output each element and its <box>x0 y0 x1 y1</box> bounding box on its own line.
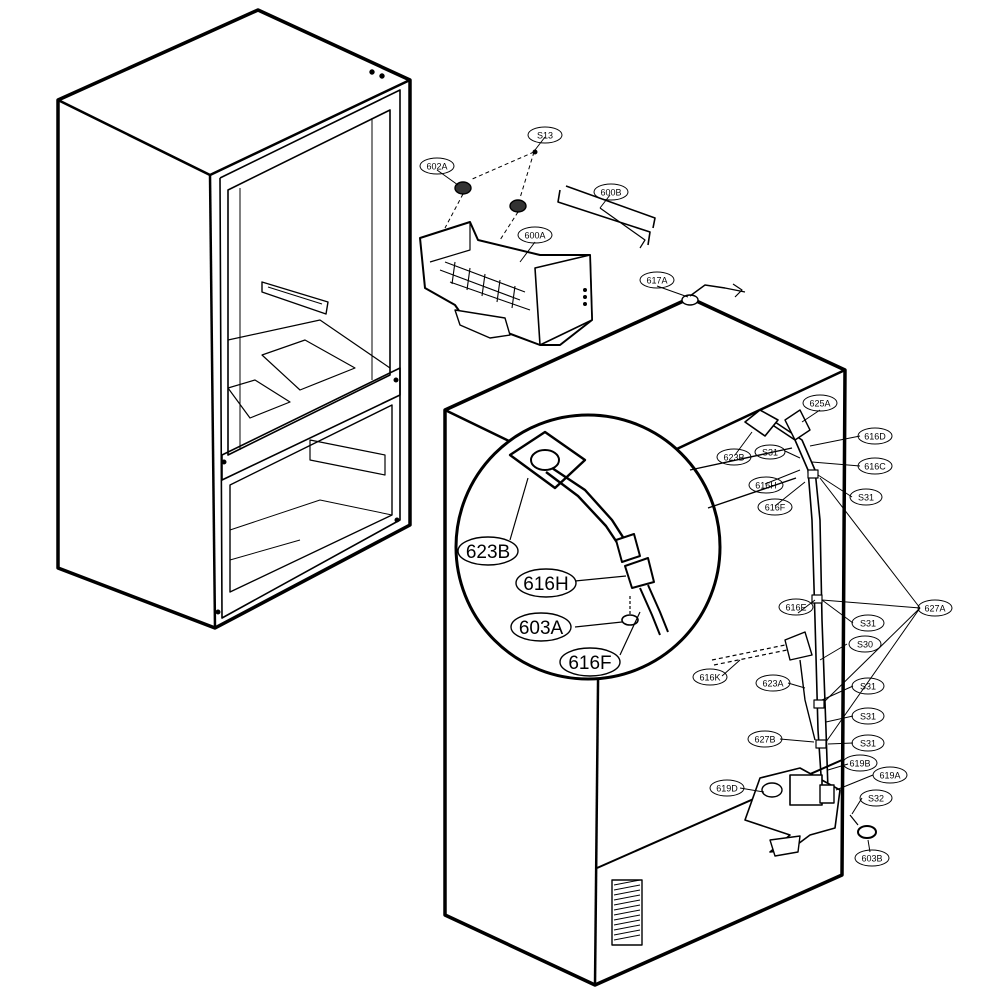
svg-text:619A: 619A <box>879 771 900 781</box>
detail-callout-603a: 603A <box>510 612 572 642</box>
svg-text:S31: S31 <box>762 448 778 458</box>
svg-text:S31: S31 <box>860 712 876 722</box>
svg-text:S31: S31 <box>860 739 876 749</box>
callout-617a: 617A <box>639 271 675 289</box>
callout-625a: 625A <box>802 394 838 412</box>
left-cabinet <box>56 8 412 630</box>
callout-623b-small: 623B <box>716 448 752 466</box>
callout-s31-f: S31 <box>851 734 885 752</box>
callout-616c: 616C <box>857 457 893 475</box>
svg-text:603A: 603A <box>519 618 564 639</box>
callout-s32: S32 <box>859 789 893 807</box>
svg-text:623B: 623B <box>723 453 744 463</box>
detail-leader-lines <box>509 477 641 656</box>
callout-s31-b: S31 <box>849 488 883 506</box>
svg-text:616H: 616H <box>755 481 777 491</box>
callout-616h-small: 616H <box>748 476 784 494</box>
detail-callout-623b: 623B <box>457 536 519 566</box>
svg-text:616K: 616K <box>699 673 720 683</box>
svg-text:616E: 616E <box>785 603 806 613</box>
svg-text:603B: 603B <box>861 854 882 864</box>
svg-text:S31: S31 <box>860 619 876 629</box>
callout-616e: 616E <box>778 598 814 616</box>
callout-619a: 619A <box>872 766 908 784</box>
callout-623a: 623A <box>755 674 791 692</box>
svg-text:602A: 602A <box>426 162 447 172</box>
svg-text:S30: S30 <box>857 640 873 650</box>
callout-619d: 619D <box>709 779 745 797</box>
svg-text:625A: 625A <box>809 399 830 409</box>
callout-s30: S30 <box>848 635 882 653</box>
ice-maker-assembly <box>419 149 656 346</box>
callout-s31-e: S31 <box>851 707 885 725</box>
detail-magnifier <box>454 413 797 681</box>
callout-s31-a: S31 <box>754 444 786 460</box>
svg-text:616C: 616C <box>864 462 886 472</box>
detail-callout-616h: 616H <box>515 568 577 598</box>
svg-text:600B: 600B <box>600 188 621 198</box>
svg-text:619D: 619D <box>716 784 738 794</box>
svg-text:623A: 623A <box>762 679 783 689</box>
svg-text:616D: 616D <box>864 432 886 442</box>
callout-603b: 603B <box>854 849 890 867</box>
callout-s31-d: S31 <box>851 677 885 695</box>
svg-text:S31: S31 <box>860 682 876 692</box>
callout-616f-small: 616F <box>757 498 793 516</box>
callout-600a: 600A <box>517 226 553 244</box>
callout-616k: 616K <box>692 668 728 686</box>
callout-s13: S13 <box>527 126 563 144</box>
svg-text:623B: 623B <box>466 542 510 563</box>
svg-text:627B: 627B <box>754 735 775 745</box>
svg-text:600A: 600A <box>524 231 545 241</box>
svg-text:S31: S31 <box>858 493 874 503</box>
detail-callout-616f: 616F <box>559 647 621 677</box>
svg-text:627A: 627A <box>924 604 945 614</box>
svg-text:619B: 619B <box>849 759 870 769</box>
callout-600b: 600B <box>593 183 629 201</box>
svg-text:617A: 617A <box>646 276 667 286</box>
svg-text:616F: 616F <box>765 503 786 513</box>
callout-602a: 602A <box>419 157 455 175</box>
svg-text:616H: 616H <box>523 574 568 595</box>
svg-text:S13: S13 <box>537 131 553 141</box>
svg-text:616F: 616F <box>568 653 611 674</box>
callout-s31-c: S31 <box>851 614 885 632</box>
leader-lines <box>436 136 921 853</box>
svg-text:S32: S32 <box>868 794 884 804</box>
callout-627a: 627A <box>917 599 953 617</box>
callout-616d: 616D <box>857 427 893 445</box>
callout-619b: 619B <box>842 754 878 772</box>
callout-627b: 627B <box>747 730 783 748</box>
